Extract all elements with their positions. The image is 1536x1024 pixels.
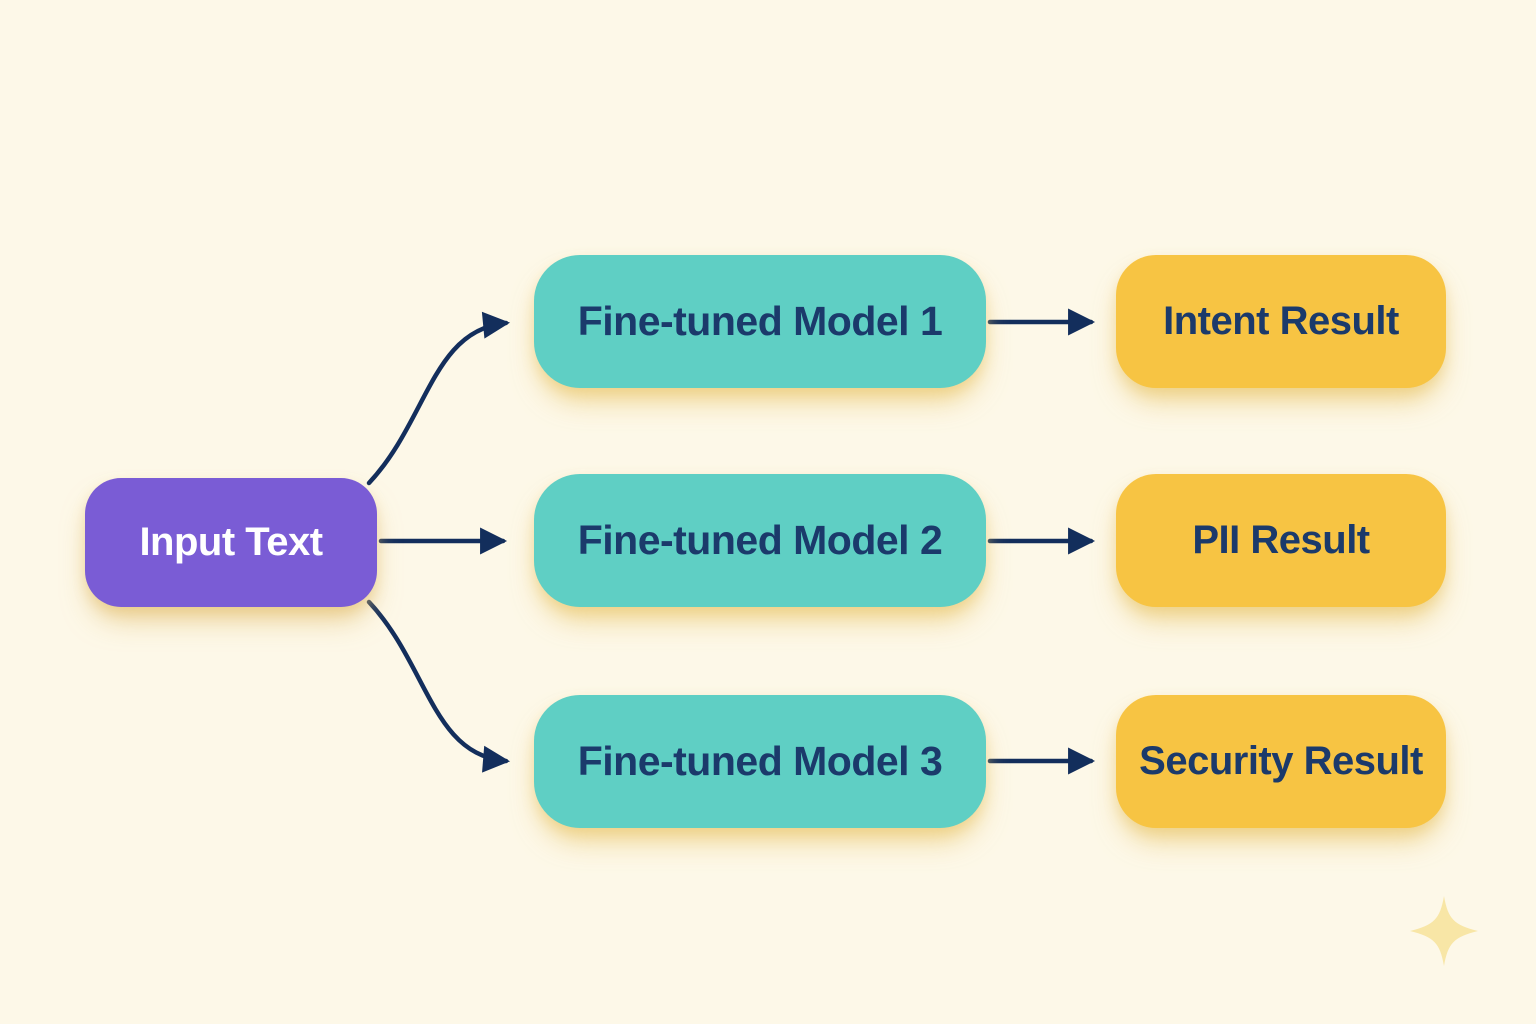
edge-input-to-model1	[366, 311, 511, 486]
model-3-label: Fine-tuned Model 3	[577, 738, 943, 784]
pii-result-label: PII Result	[1192, 518, 1370, 562]
model-2-label: Fine-tuned Model 2	[577, 517, 943, 563]
input-text-node: Input Text	[85, 478, 377, 607]
security-result-label: Security Result	[1139, 739, 1423, 783]
result-node-security: Security Result	[1116, 695, 1446, 828]
result-node-pii: PII Result	[1116, 474, 1446, 607]
result-node-intent: Intent Result	[1116, 255, 1446, 388]
model-node-1: Fine-tuned Model 1	[534, 255, 986, 388]
model-1-label: Fine-tuned Model 1	[577, 298, 943, 344]
model-node-2: Fine-tuned Model 2	[534, 474, 986, 607]
model-node-3: Fine-tuned Model 3	[534, 695, 986, 828]
intent-result-label: Intent Result	[1163, 299, 1399, 343]
input-text-label: Input Text	[139, 520, 323, 564]
edge-input-to-model3	[366, 599, 511, 773]
sparkle-icon	[1410, 896, 1478, 966]
